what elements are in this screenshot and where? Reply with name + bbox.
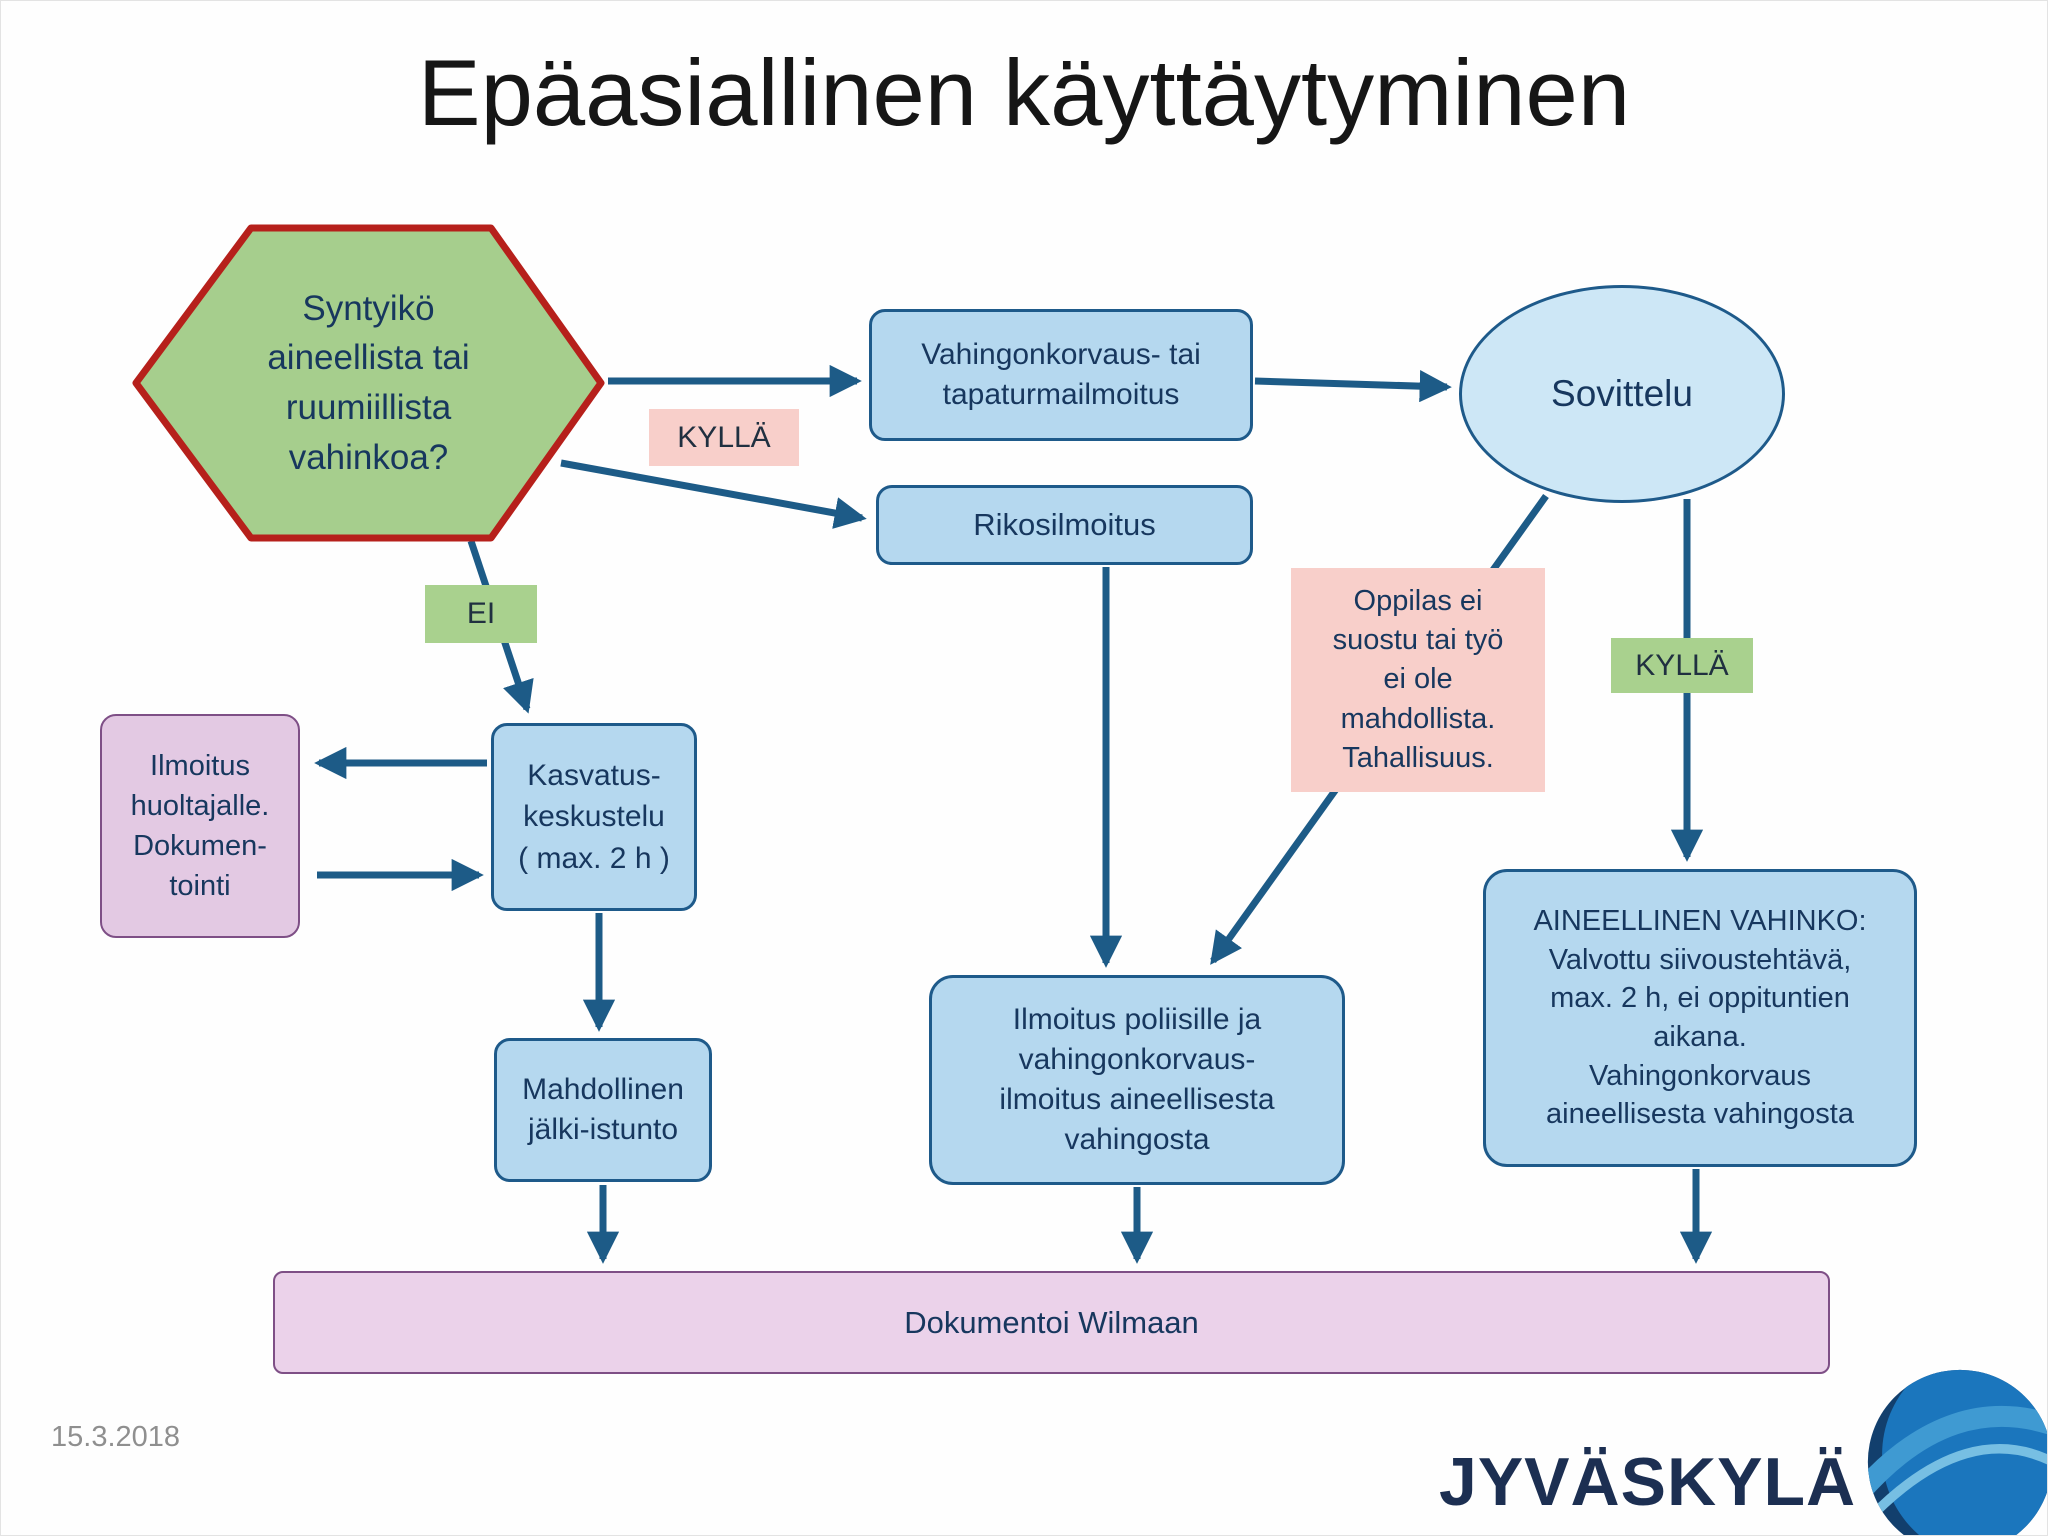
label-kylla-right-text: KYLLÄ	[1635, 648, 1729, 682]
node-ilmoitus-huoltajalle-text: Ilmoitus huoltajalle. Dokumen- tointi	[130, 749, 270, 903]
label-ei: EI	[425, 585, 537, 643]
node-vahingonkorvaus-text: Vahingonkorvaus- tai tapaturmailmoitus	[921, 338, 1201, 411]
node-sovittelu-ellipse: Sovittelu	[1459, 285, 1785, 503]
node-dokumentoi-wilmaan: Dokumentoi Wilmaan	[273, 1271, 1830, 1374]
node-oppilas-condition: Oppilas ei suostu tai työ ei ole mahdoll…	[1291, 568, 1545, 792]
label-kylla-left: KYLLÄ	[649, 409, 799, 466]
node-aineellinen-vahinko: AINEELLINEN VAHINKO: Valvottu siivousteh…	[1483, 869, 1917, 1167]
jyvaskyla-wordmark: JYVÄSKYLÄ	[1439, 1444, 1857, 1520]
hexagon-question-text: Syntyikö aineellista tai ruumiillista va…	[267, 288, 470, 477]
node-oppilas-condition-text: Oppilas ei suostu tai työ ei ole mahdoll…	[1332, 585, 1504, 774]
node-hexagon-question: Syntyikö aineellista tai ruumiillista va…	[131, 223, 606, 543]
label-ei-text: EI	[466, 597, 496, 630]
node-aineellinen-vahinko-text: AINEELLINEN VAHINKO: Valvottu siivousteh…	[1533, 905, 1867, 1131]
arrow-hexagon-to-rikosilmoitus	[560, 459, 867, 529]
node-rikosilmoitus: Rikosilmoitus	[876, 485, 1253, 565]
node-ilmoitus-poliisille: Ilmoitus poliisille ja vahingonkorvaus- …	[929, 975, 1345, 1185]
node-ilmoitus-poliisille-text: Ilmoitus poliisille ja vahingonkorvaus- …	[999, 1003, 1275, 1156]
label-kylla-left-text: KYLLÄ	[677, 420, 771, 454]
label-kylla-right: KYLLÄ	[1611, 638, 1753, 693]
node-jalki-istunto-text: Mahdollinen jälki-istunto	[522, 1073, 684, 1146]
hexagon-shape	[132, 224, 605, 542]
node-kasvatuskeskustelu: Kasvatus- keskustelu ( max. 2 h )	[491, 723, 697, 911]
slide-title: Epäasiallinen käyttäytyminen	[417, 40, 1631, 145]
node-kasvatuskeskustelu-text: Kasvatus- keskustelu ( max. 2 h )	[518, 758, 670, 875]
node-sovittelu-text: Sovittelu	[1551, 373, 1693, 414]
node-jalki-istunto: Mahdollinen jälki-istunto	[494, 1038, 712, 1182]
jyvaskyla-logo-globe	[1867, 1369, 2047, 1535]
node-vahingonkorvaus: Vahingonkorvaus- tai tapaturmailmoitus	[869, 309, 1253, 441]
slide-date: 15.3.2018	[51, 1421, 181, 1453]
node-dokumentoi-wilmaan-text: Dokumentoi Wilmaan	[904, 1304, 1199, 1340]
node-ilmoitus-huoltajalle: Ilmoitus huoltajalle. Dokumen- tointi	[100, 714, 300, 938]
node-rikosilmoitus-text: Rikosilmoitus	[973, 507, 1156, 543]
arrow-vahingonkorvaus-to-sovittelu	[1254, 370, 1452, 403]
